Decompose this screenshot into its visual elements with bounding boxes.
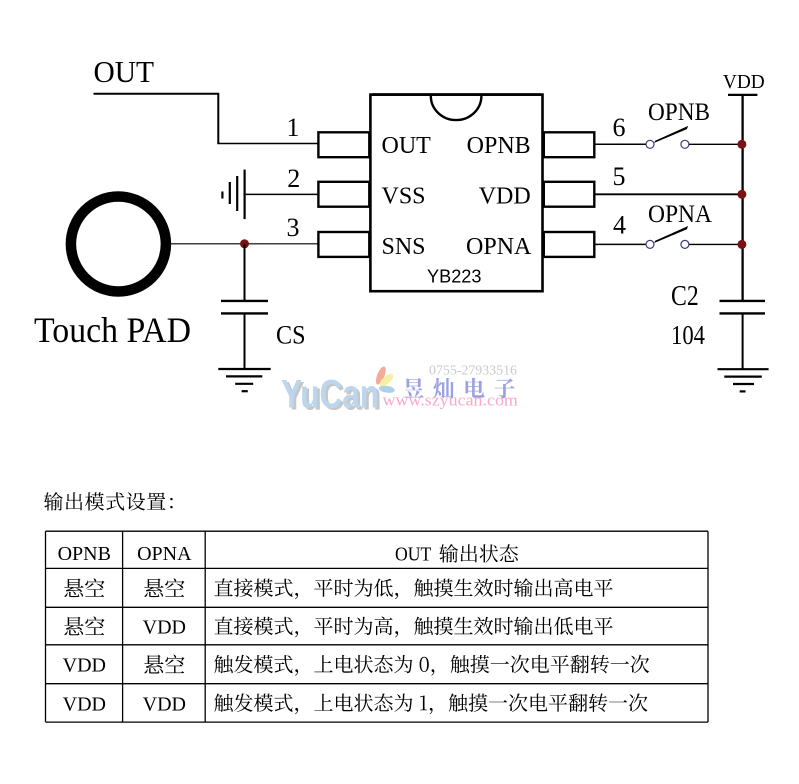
svg-text:5: 5 [613,162,626,191]
svg-text:YB223: YB223 [427,267,482,287]
svg-text:6: 6 [613,113,626,142]
svg-text:VDD: VDD [479,184,531,210]
svg-text:OUT: OUT [382,133,432,159]
svg-text:OPNB: OPNB [648,99,710,126]
svg-text:SNS: SNS [382,234,426,260]
svg-text:104: 104 [671,320,705,350]
svg-text:YuCan: YuCan [281,372,379,416]
svg-text:OPNA: OPNA [137,543,192,565]
svg-text:OUT: OUT [395,544,431,566]
svg-text:VDD: VDD [63,693,106,715]
svg-text:www.szyucan.com: www.szyucan.com [383,391,518,410]
svg-text:OPNA: OPNA [466,234,532,260]
svg-text:OPNB: OPNB [58,543,111,565]
svg-text:OPNB: OPNB [467,133,531,159]
svg-text:OUT: OUT [94,54,155,89]
svg-text:C2: C2 [671,281,699,312]
svg-text:VSS: VSS [382,184,426,210]
svg-text:YuCan: YuCan [284,375,382,419]
svg-text:VDD: VDD [143,617,186,639]
svg-text:OPNA: OPNA [648,201,712,228]
svg-text:3: 3 [287,213,300,242]
svg-text:1: 1 [287,113,300,142]
svg-text:VDD: VDD [63,655,106,677]
svg-text:CS: CS [276,321,306,350]
svg-text:0755-27933516: 0755-27933516 [429,362,517,377]
svg-text:Touch PAD: Touch PAD [34,310,191,350]
svg-text:2: 2 [287,164,300,193]
svg-text:4: 4 [613,211,626,240]
svg-text:VDD: VDD [143,693,186,715]
svg-text:VDD: VDD [723,71,765,93]
